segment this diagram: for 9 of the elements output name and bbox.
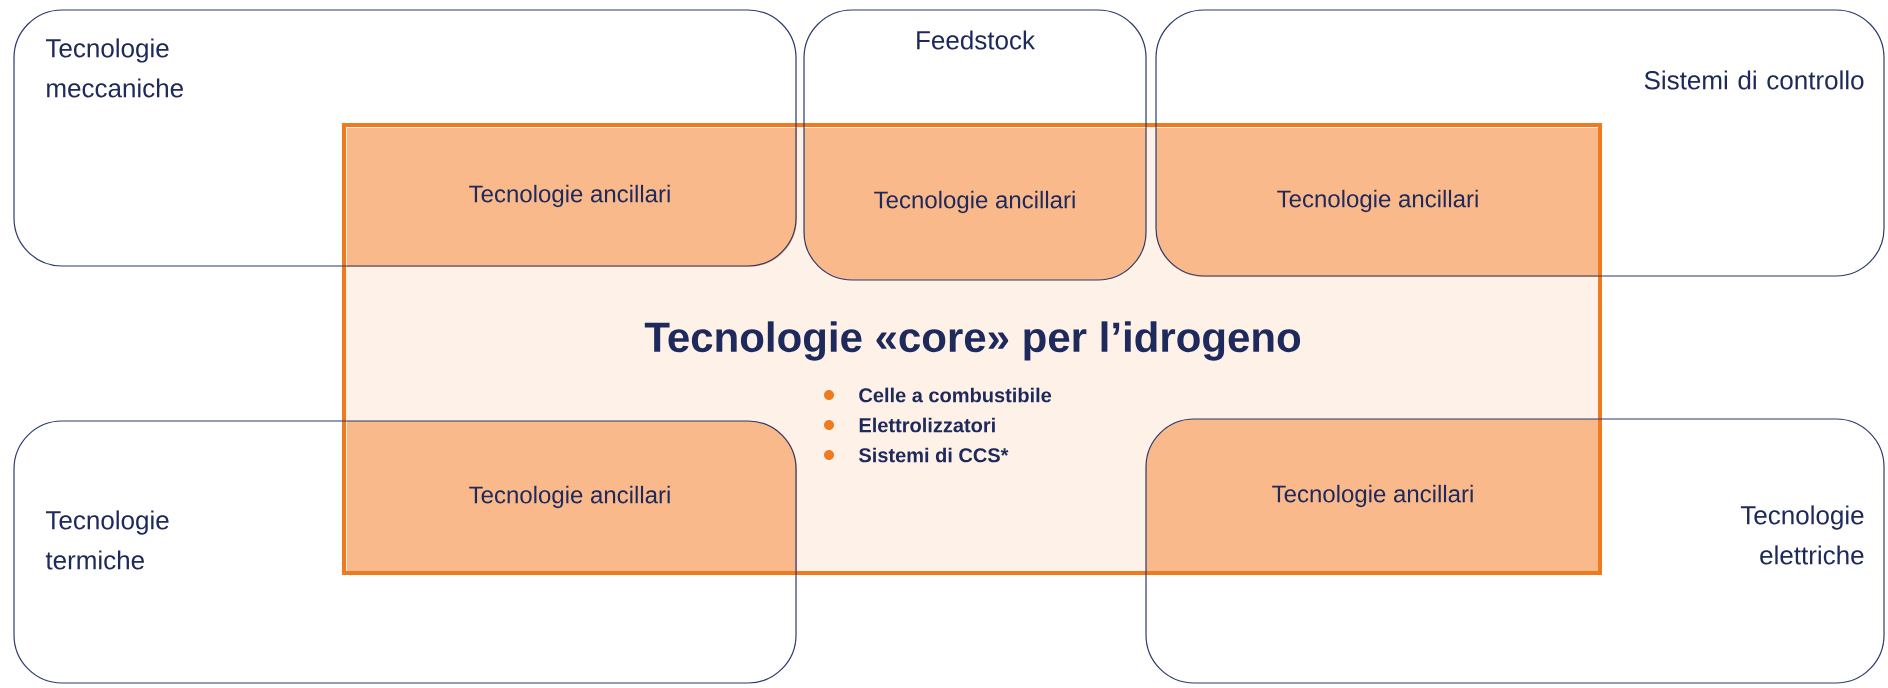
bullet-item: Celle a combustibile (824, 387, 1052, 403)
ancillary-region: Tecnologie ancillari (1156, 128, 1598, 277)
ancillary-region: Tecnologie ancillari (804, 128, 1146, 280)
ancillary-region: Tecnologie ancillari (347, 128, 797, 267)
heading: Tecnologie «core» per l’idrogeno (644, 321, 1301, 361)
ancillary-region: Tecnologie ancillari (1146, 419, 1598, 571)
ancillary-region: Tecnologie ancillari (347, 421, 797, 571)
bullet-item: Elettrolizzatori (824, 417, 995, 433)
bullet-item: Sistemi di CCS* (824, 447, 1009, 463)
